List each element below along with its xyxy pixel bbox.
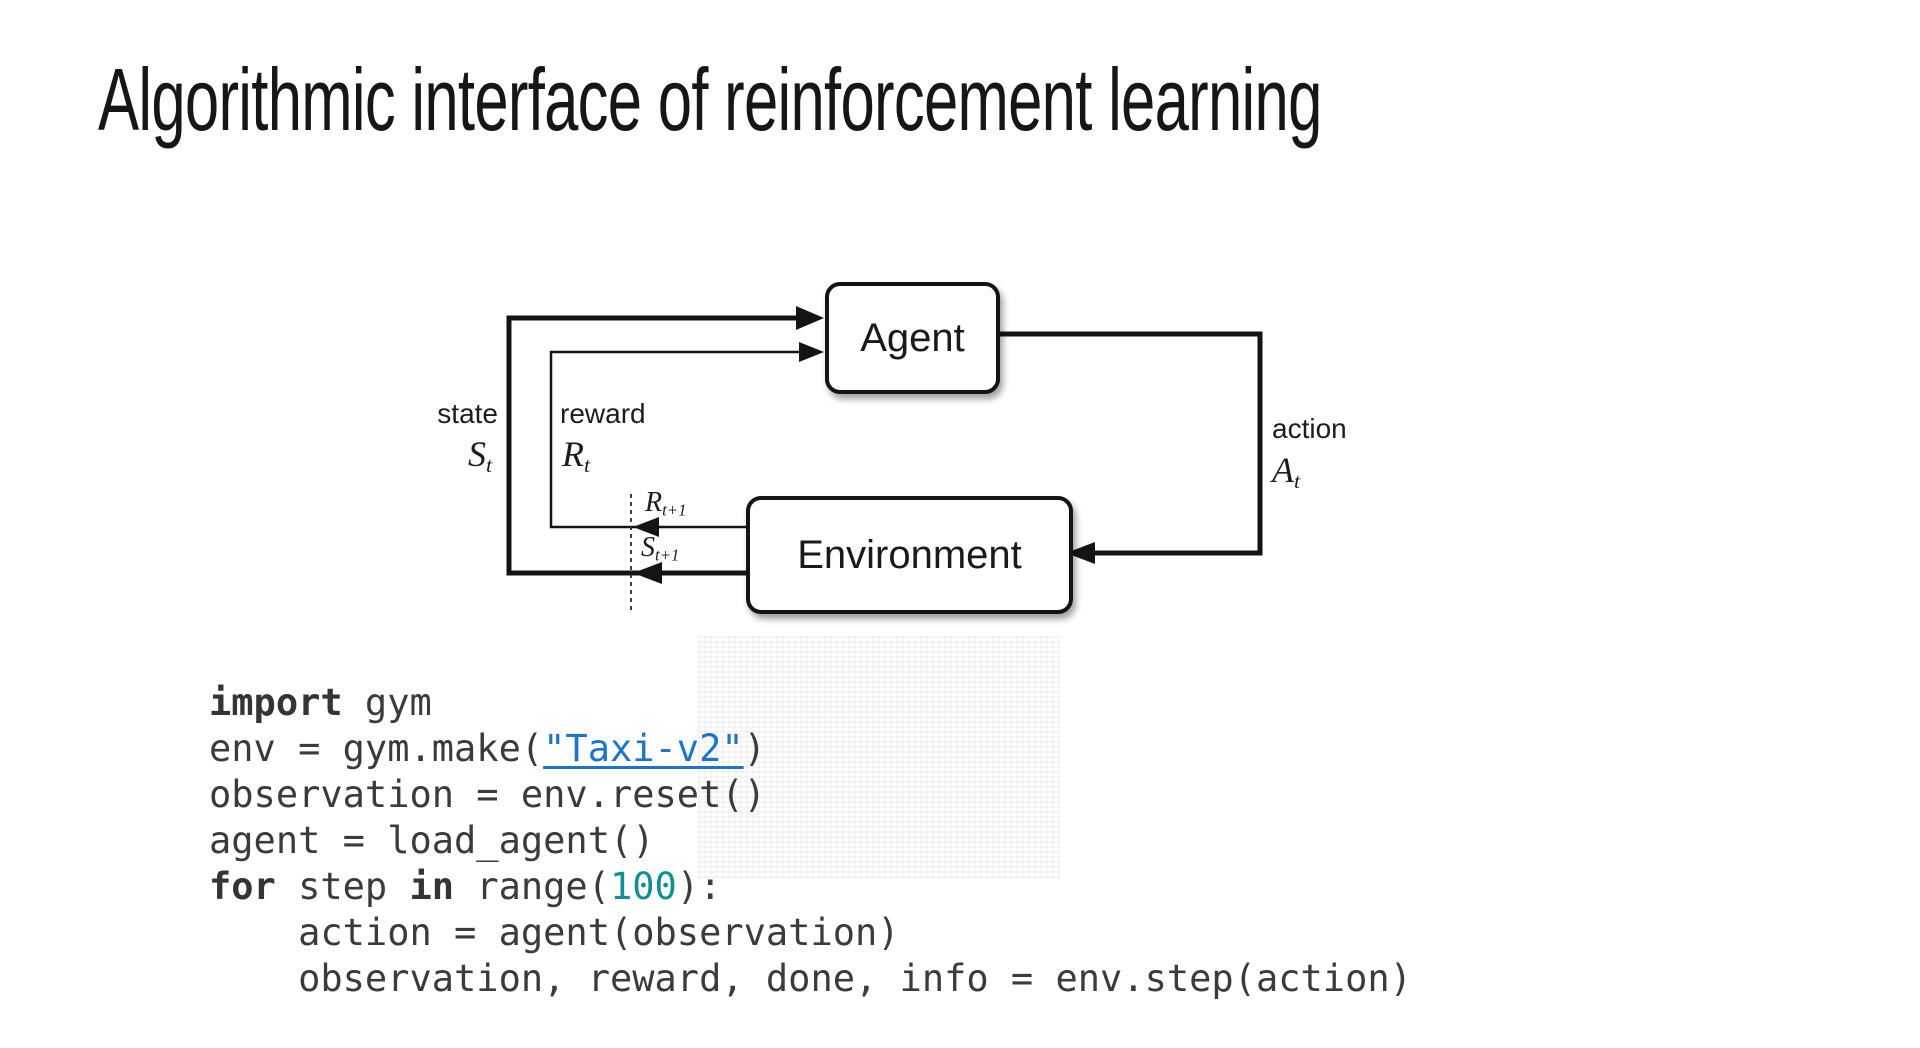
code-line: observation, reward, done, info = env.st… (209, 956, 1412, 1002)
code-line: for step in range(100): (209, 864, 1412, 910)
artifact-texture (698, 636, 1060, 878)
code-text: action = agent(observation) (209, 911, 900, 954)
code-text: env = gym.make( (209, 727, 544, 770)
state-loop-line (506, 315, 817, 576)
code-text: ) (743, 727, 766, 770)
code-text: in (409, 865, 455, 908)
taxi-v2-link[interactable]: "Taxi-v2" (543, 727, 744, 770)
code-line: observation = env.reset() (209, 772, 1412, 818)
code-text: agent = load_agent() (209, 819, 655, 862)
code-text: gym (342, 681, 432, 724)
state-arrowhead-into-agent (796, 306, 824, 330)
code-text: 100 (609, 865, 677, 908)
environment-box-label: Environment (797, 532, 1022, 577)
code-text: range( (454, 865, 610, 908)
action-line (992, 331, 1263, 556)
reward-label: reward (560, 398, 646, 429)
code-text: for (209, 865, 276, 908)
reward-symbol: Rt (562, 434, 590, 478)
code-text: step (275, 865, 410, 908)
code-text: ): (676, 865, 722, 908)
action-arrowhead-into-environment (1066, 542, 1095, 564)
action-label: action (1272, 413, 1347, 444)
next-reward-arrowhead (633, 517, 659, 537)
slide-title: Algorithmic interface of reinforcement l… (98, 50, 1322, 149)
next-state-symbol: St+1 (641, 532, 680, 565)
state-symbol: St (468, 434, 492, 478)
agent-box-label: Agent (860, 315, 965, 360)
code-text: observation, reward, done, info = env.st… (209, 957, 1412, 1000)
environment-box: Environment (746, 496, 1073, 614)
action-symbol: At (1272, 450, 1300, 494)
code-line: action = agent(observation) (209, 910, 1412, 956)
state-label: state (437, 398, 498, 429)
reward-arrowhead-into-agent (799, 342, 824, 362)
code-line: agent = load_agent() (209, 818, 1412, 864)
agent-box: Agent (825, 282, 1000, 394)
code-line: env = gym.make("Taxi-v2") (209, 726, 1412, 772)
code-text: observation = env.reset() (209, 773, 766, 816)
next-state-arrowhead (633, 562, 662, 584)
code-line: import gym (209, 680, 1412, 726)
next-reward-symbol: Rt+1 (645, 487, 687, 520)
code-text: import (209, 681, 343, 724)
